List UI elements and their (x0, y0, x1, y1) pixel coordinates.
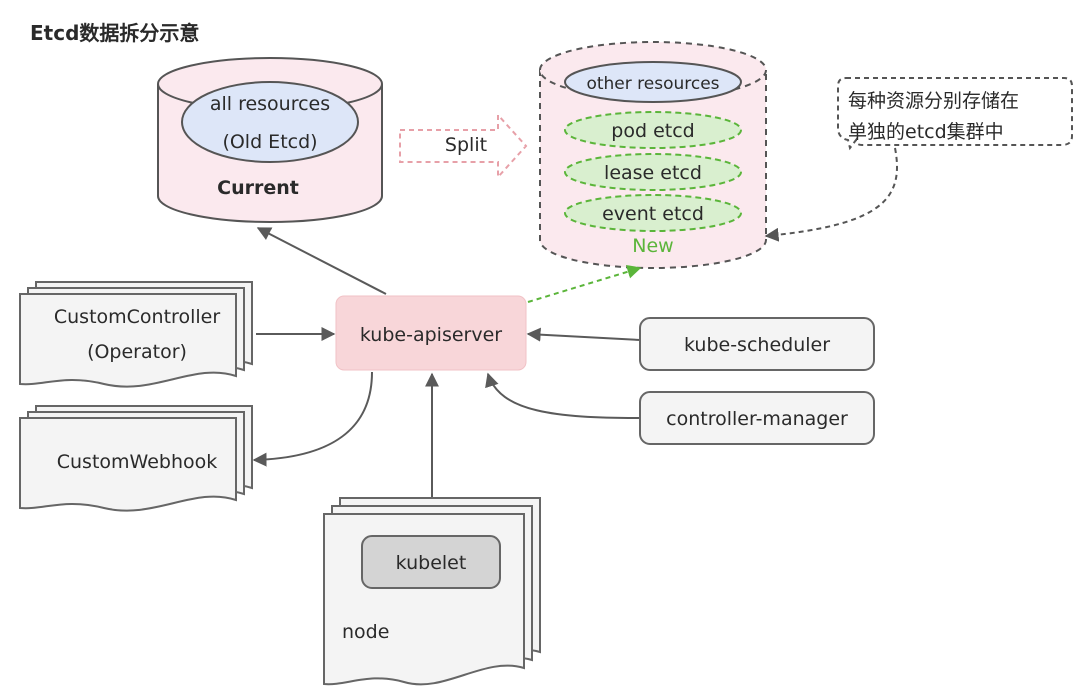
other-resources-label: other resources (586, 74, 719, 94)
custom-webhook-label: CustomWebhook (57, 451, 218, 473)
kube-apiserver-label: kube-apiserver (360, 324, 502, 346)
event-etcd-label: event etcd (602, 203, 704, 225)
apiserver-to-new-arrow (527, 264, 642, 303)
all-resources-label: all resources (210, 93, 330, 115)
event-etcd-ellipse (564, 194, 742, 232)
scheduler-to-apiserver-arrow (526, 327, 641, 342)
apiserver-to-current-arrow (256, 227, 387, 295)
other-resources-ellipse (564, 61, 742, 103)
old-etcd-label: (Old Etcd) (222, 131, 317, 153)
kube-scheduler-box: kube-scheduler (639, 317, 875, 371)
custom-webhook-stack: CustomWebhook (19, 405, 253, 512)
lease-etcd-label: lease etcd (604, 162, 702, 184)
kube-apiserver-box: kube-apiserver (335, 295, 527, 371)
new-etcd-cylinder: other resources pod etcd lease etcd even… (539, 41, 767, 269)
callout-arrow (764, 147, 899, 242)
kubelet-label: kubelet (396, 552, 467, 574)
operator-label: (Operator) (87, 341, 187, 363)
split-arrow: Split (399, 112, 528, 180)
pod-etcd-label: pod etcd (611, 120, 694, 142)
current-label: Current (217, 177, 299, 199)
old-etcd-inner-ellipse (181, 81, 359, 163)
kubelet-box: kubelet (361, 535, 501, 589)
custom-controller-stack: CustomController (Operator) (19, 281, 253, 388)
diagram-title: Etcd数据拆分示意 (30, 21, 199, 45)
apiserver-to-webhook-arrow (252, 371, 373, 467)
current-etcd-cylinder: all resources (Old Etcd) Current (157, 57, 383, 223)
callout-bubble: 每种资源分别存储在 单独的etcd集群中 (837, 77, 1073, 151)
controller-manager-to-apiserver-arrow (485, 372, 641, 419)
callout-line1: 每种资源分别存储在 (848, 90, 1019, 112)
pod-etcd-ellipse (564, 111, 742, 149)
custom-controller-label: CustomController (54, 306, 220, 328)
new-label: New (632, 235, 673, 257)
lease-etcd-ellipse (564, 153, 742, 191)
callout-line2: 单独的etcd集群中 (848, 121, 1004, 143)
controller-manager-label: controller-manager (666, 408, 848, 430)
controller-manager-box: controller-manager (639, 391, 875, 445)
kube-scheduler-label: kube-scheduler (684, 334, 830, 356)
node-stack: node (323, 497, 541, 686)
node-label: node (342, 621, 389, 643)
split-label: Split (445, 134, 487, 156)
